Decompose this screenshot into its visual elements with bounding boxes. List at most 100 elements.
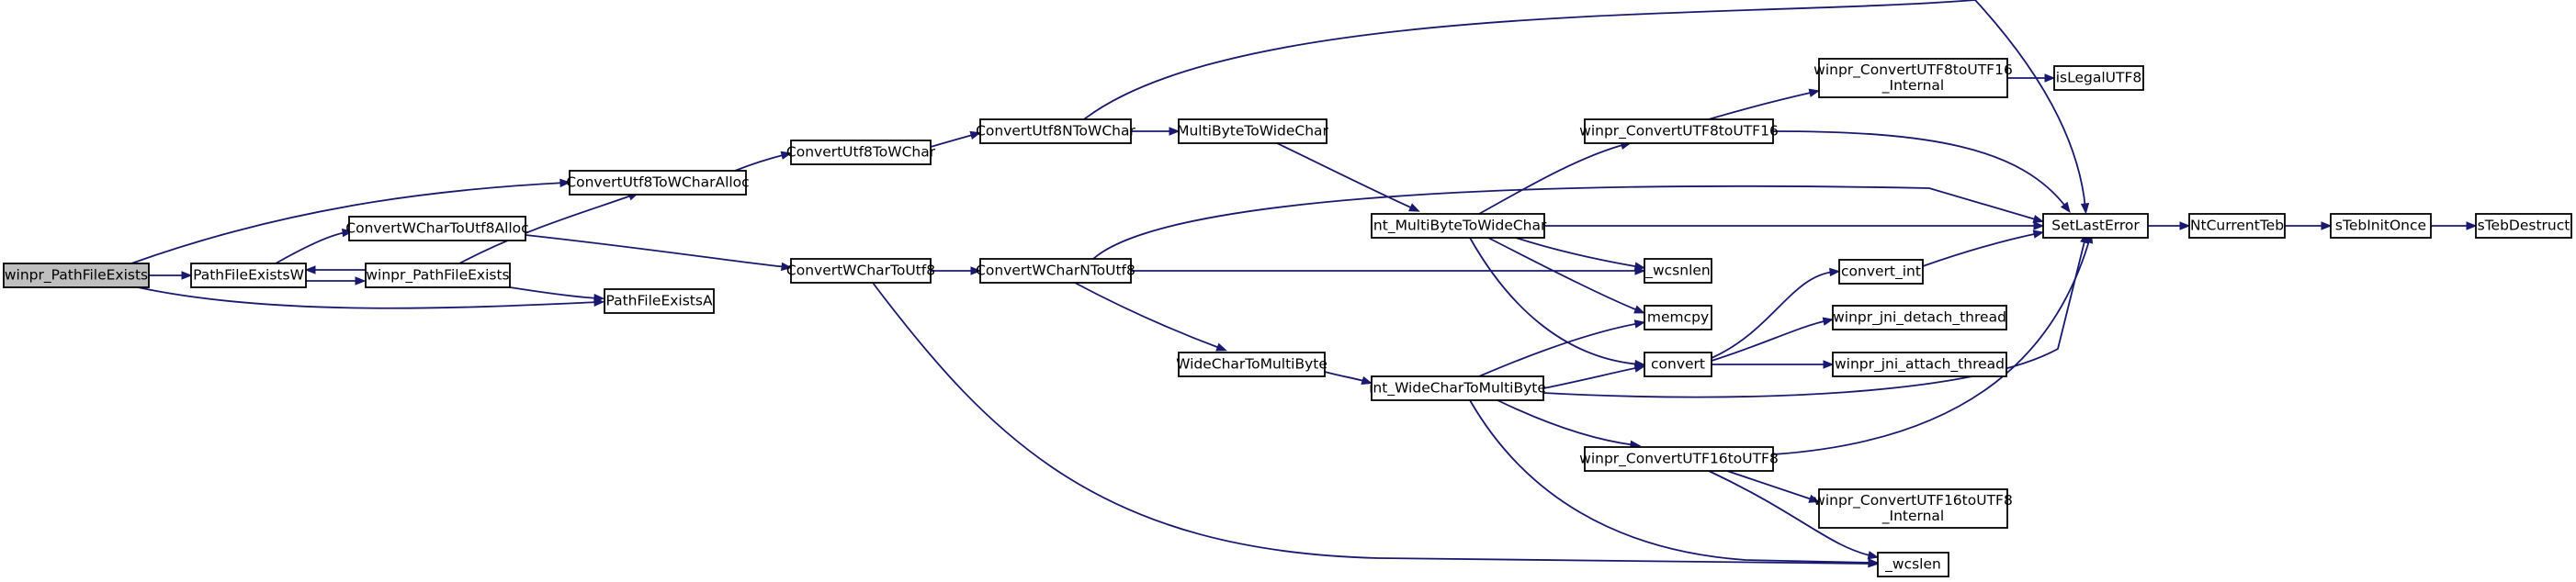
edge-arrowhead [593,294,605,303]
node-label: winpr_jni_attach_thread [1835,356,2005,374]
edge-arrowhead [2179,221,2191,230]
node-box [1371,213,1545,239]
edge-arrowhead [2032,214,2045,223]
edge-winpr_ConvertUTF16toUTF8-to-winpr_ConvertUTF16toUTF8_Internal [1726,470,1820,503]
node-label: isLegalUTF8 [2056,70,2142,86]
node-box [1584,118,1774,144]
edge-arrowhead [1633,364,1646,373]
edge-line [1487,237,1641,312]
node-box [1584,446,1774,472]
edge-line [525,234,787,268]
node-winpr_ConvertUTF8toUTF16_Internal[interactable]: winpr_ConvertUTF8toUTF16_Internal [1813,58,2013,98]
edge-int_MultiByteToWideChar-to-_wcsnlen [1515,237,1646,271]
node-label: _Internal [1881,508,1945,525]
edge-line [1478,143,1627,215]
edge-line [1542,237,2086,398]
node-label: sTebDestruct [2478,218,2570,234]
edge-int_MultiByteToWideChar-to-winpr_ConvertUTF8toUTF16 [1478,140,1633,215]
edge-arrowhead [2044,73,2056,83]
edge-PathFileExistsW-to-winpr_PathFileExists2 [306,276,367,285]
node-box [1644,258,1712,284]
edge-arrowhead [2033,221,2045,230]
edge-arrowhead [780,151,793,160]
node-label: winpr_ConvertUTF16toUTF8 [1579,451,1779,468]
node-SetLastError[interactable]: SetLastError [2042,213,2149,239]
node-box [1832,352,2007,377]
node-isLegalUTF8[interactable]: isLegalUTF8 [2053,65,2144,91]
edge-NtCurrentTeb-to-sTebInitOnce [2284,221,2333,230]
edge-ConvertWCharToUtf8Alloc-to-ConvertWCharToUtf8 [525,234,793,272]
node-MultiByteToWideChar[interactable]: MultiByteToWideChar [1177,118,1329,144]
node-sTebDestruct[interactable]: sTebDestruct [2475,213,2572,239]
node-winpr_jni_detach_thread[interactable]: winpr_jni_detach_thread [1832,305,2007,330]
node-ConvertUtf8ToWChar[interactable]: ConvertUtf8ToWChar [786,140,936,165]
edge-line [734,153,787,172]
node-box [2053,65,2144,91]
edge-arrowhead [1169,127,1181,136]
node-winpr_ConvertUTF8toUTF16[interactable]: winpr_ConvertUTF8toUTF16 [1579,118,1779,144]
edge-line [1469,399,1874,564]
edge-line [1497,399,1636,446]
edge-line [1276,142,1416,210]
node-label: int_MultiByteToWideChar [1370,218,1547,235]
node-winpr_PathFileExists[interactable]: winpr_PathFileExists [3,263,150,288]
node-label: MultiByteToWideChar [1177,123,1328,140]
function-nodes: winpr_PathFileExists PathFileExistsW Conve… [3,58,2572,577]
node-box [790,140,932,165]
node-_wcsnlen[interactable]: _wcsnlen [1644,258,1712,284]
edge-line [930,133,977,148]
node-box [365,263,511,288]
edge-line [1515,237,1641,268]
edge-winpr_PathFileExists-to-ConvertUtf8ToWCharAlloc [130,178,571,264]
node-convert[interactable]: convert [1644,352,1712,377]
node-winpr_ConvertUTF16toUTF8[interactable]: winpr_ConvertUTF16toUTF8 [1579,446,1779,472]
node-label: convert_int [1841,263,1921,281]
node-label: _Internal [1881,77,1945,95]
edge-int_WideCharToMultiByte-to-memcpy [1478,319,1646,377]
node-memcpy[interactable]: memcpy [1644,305,1712,330]
node-PathFileExistsW[interactable]: PathFileExistsW [190,263,307,288]
node-WideCharToMultiByte[interactable]: WideCharToMultiByte [1176,352,1328,377]
node-int_MultiByteToWideChar[interactable]: int_MultiByteToWideChar [1370,213,1547,239]
node-_wcslen[interactable]: _wcslen [1877,552,1949,577]
edge-arrowhead [1215,342,1227,352]
edge-line [1542,366,1641,389]
node-ConvertWCharNToUtf8[interactable]: ConvertWCharNToUtf8 [976,258,1135,284]
node-label: ConvertWCharToUtf8Alloc [345,220,528,237]
edge-ConvertUtf8ToWCharAlloc-to-ConvertUtf8ToWChar [734,151,793,172]
node-label: ConvertUtf8NToWChar [976,123,1135,140]
node-int_WideCharToMultiByte[interactable]: int_WideCharToMultiByte [1369,375,1546,401]
edge-winpr_ConvertUTF16toUTF8-to-SetLastError [1772,231,2094,455]
node-ConvertUtf8NToWChar[interactable]: ConvertUtf8NToWChar [976,118,1136,144]
node-box [1644,305,1712,330]
edge-arrowhead [1361,375,1373,385]
node-box [348,216,526,241]
node-PathFileExistsA[interactable]: PathFileExistsA [604,288,715,314]
edge-line [1726,470,1815,501]
node-winpr_PathFileExists2[interactable]: winpr_PathFileExists [365,263,511,288]
node-NtCurrentTeb[interactable]: NtCurrentTeb [2188,213,2286,239]
edge-convert_int-to-SetLastError [1922,229,2045,267]
edge-arrowhead [781,262,793,272]
node-box [569,170,747,196]
edge-arrowhead [1633,305,1645,314]
node-label: _wcsnlen [1644,263,1711,280]
edge-arrowhead [969,130,982,140]
node-ConvertUtf8ToWCharAlloc[interactable]: ConvertUtf8ToWCharAlloc [566,170,750,196]
node-ConvertWCharToUtf8Alloc[interactable]: ConvertWCharToUtf8Alloc [345,216,529,241]
node-label: memcpy [1647,309,1709,326]
edge-int_WideCharToMultiByte-to-winpr_ConvertUTF16toUTF8 [1497,399,1642,449]
node-ConvertWCharToUtf8[interactable]: ConvertWCharToUtf8 [786,258,935,284]
node-winpr_ConvertUTF16toUTF8_Internal[interactable]: winpr_ConvertUTF16toUTF8_Internal [1813,488,2013,529]
edge-int_WideCharToMultiByte-to-_wcslen [1469,399,1880,567]
node-winpr_jni_attach_thread[interactable]: winpr_jni_attach_thread [1832,352,2007,377]
node-label: NtCurrentTeb [2190,218,2284,234]
edge-ConvertWCharToUtf8-to-_wcslen [872,282,1880,568]
edge-line [1708,470,1874,557]
node-convert_int[interactable]: convert_int [1838,259,1924,285]
edge-convert-to-convert_int [1711,267,1841,359]
node-sTebInitOnce[interactable]: sTebInitOnce [2330,213,2432,239]
edge-winpr_PathFileExists2-to-PathFileExistsA [509,286,605,303]
edge-ConvertWCharNToUtf8-to-WideCharToMultiByte [1074,282,1227,352]
node-label: winpr_PathFileExists [366,267,509,285]
